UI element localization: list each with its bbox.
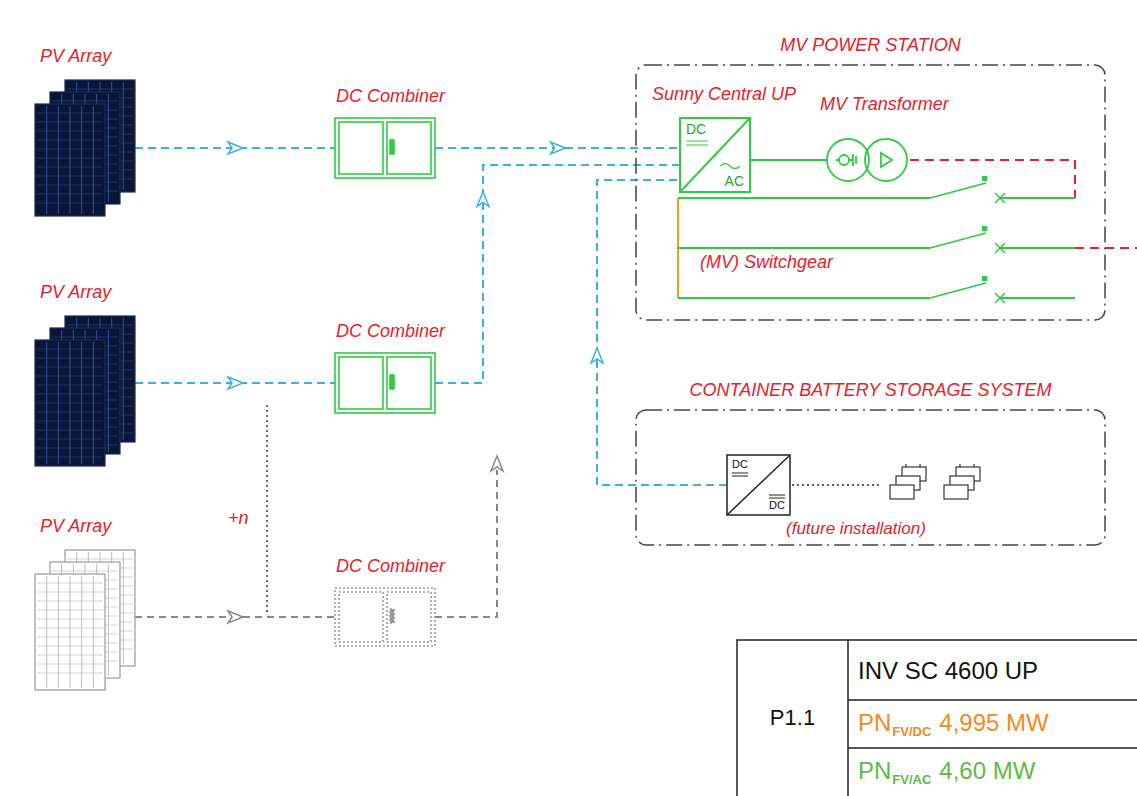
node-title: DC Combiner	[336, 321, 445, 342]
node-title: PV Array	[40, 46, 111, 67]
switchgear-box: (MV) Switchgear	[678, 198, 1075, 298]
multiplier-label: +n	[228, 508, 249, 529]
dc-combiner: DC Combiner	[335, 353, 435, 413]
pv-array: PV Array	[35, 550, 135, 690]
arrow-head	[228, 377, 243, 389]
switchgear-symbol	[678, 176, 1075, 303]
node-title: PV Array	[40, 516, 111, 537]
battery-symbol	[890, 464, 980, 499]
table-cell: PN	[858, 757, 891, 785]
node-title: (MV) Switchgear	[700, 252, 833, 273]
arrow-head	[228, 611, 243, 623]
node-title: PV Array	[40, 282, 111, 303]
table-cell: FV/DC	[892, 725, 931, 740]
dc-combiner: DC Combiner	[335, 588, 435, 646]
connector	[435, 165, 680, 383]
dcdc-symbol	[727, 455, 790, 515]
connector-line	[435, 165, 680, 383]
shape-drawing	[35, 80, 135, 216]
table-row: PNFV/DC 4,995 MW	[858, 709, 1049, 737]
connector	[591, 180, 727, 485]
shape-drawing	[678, 198, 1075, 298]
connector	[135, 611, 335, 623]
station-outline	[636, 65, 1105, 320]
shape-drawing	[826, 138, 910, 182]
table-cell: 4,60 MW	[939, 757, 1035, 785]
battery-link	[792, 484, 882, 486]
pv-array: PV Array	[35, 80, 135, 216]
pv-array: PV Array	[35, 316, 135, 466]
connector-line	[597, 180, 727, 485]
pv-panel	[35, 340, 105, 466]
connector	[435, 142, 680, 154]
transformer-symbol	[827, 139, 907, 181]
inverter-symbol	[680, 118, 750, 192]
node-title: MV POWER STATION	[636, 35, 1105, 56]
shape-drawing	[35, 550, 135, 690]
connector-line	[910, 160, 1075, 198]
connector	[135, 142, 335, 154]
table-cell: FV/AC	[892, 773, 931, 788]
shape-drawing	[335, 118, 435, 178]
arrow-head	[228, 142, 243, 154]
table-cell: INV SC 4600 UP	[858, 657, 1038, 685]
arrow-head	[591, 348, 603, 363]
dcdc-converter: DC DC	[727, 455, 790, 515]
node-title: DC	[732, 458, 748, 471]
pv-panel	[35, 574, 105, 690]
connector-line	[750, 159, 826, 161]
shape-drawing	[335, 588, 435, 646]
node-title: CONTAINER BATTERY STORAGE SYSTEM	[636, 380, 1105, 401]
future-dc-line	[435, 470, 497, 617]
node-title: DC Combiner	[336, 556, 445, 577]
station-box: CONTAINER BATTERY STORAGE SYSTEM(future …	[636, 410, 1105, 545]
shape-drawing	[35, 316, 135, 466]
inverter-box: Sunny Central UPDCAC	[680, 118, 750, 192]
table-cell: P1.1	[737, 705, 848, 730]
combiner-cabinet	[335, 118, 435, 178]
mv-outgoing-line	[1075, 247, 1137, 249]
combiner-cabinet	[335, 588, 435, 646]
pv-panel	[35, 104, 105, 216]
node-text: AC	[725, 173, 744, 189]
data-table	[737, 640, 1137, 796]
node-title: DC Combiner	[336, 86, 445, 107]
node-title: Sunny Central UP	[652, 84, 796, 105]
station-outline	[636, 410, 1105, 545]
repeat-line	[266, 405, 268, 612]
connector	[750, 160, 826, 161]
connector	[910, 160, 1075, 198]
combiner-cabinet	[335, 353, 435, 413]
node-text: DC	[769, 499, 785, 512]
shape-drawing	[335, 353, 435, 413]
node-title: MV Transformer	[820, 94, 949, 115]
arrow-head	[477, 192, 489, 207]
dc-combiner: DC Combiner	[335, 118, 435, 178]
arrow-head	[491, 456, 503, 471]
arrow-head	[551, 142, 566, 154]
connector	[135, 377, 335, 389]
node-text: DC	[686, 121, 706, 137]
table-cell: 4,995 MW	[939, 709, 1048, 737]
transformer-box: MV Transformer	[826, 138, 910, 182]
node-text: (future installation)	[786, 519, 926, 539]
table-row: PNFV/AC 4,60 MW	[858, 757, 1035, 785]
station-box: MV POWER STATIONSunny Central UPDCACMV T…	[636, 65, 1105, 320]
table-cell: PN	[858, 709, 891, 737]
